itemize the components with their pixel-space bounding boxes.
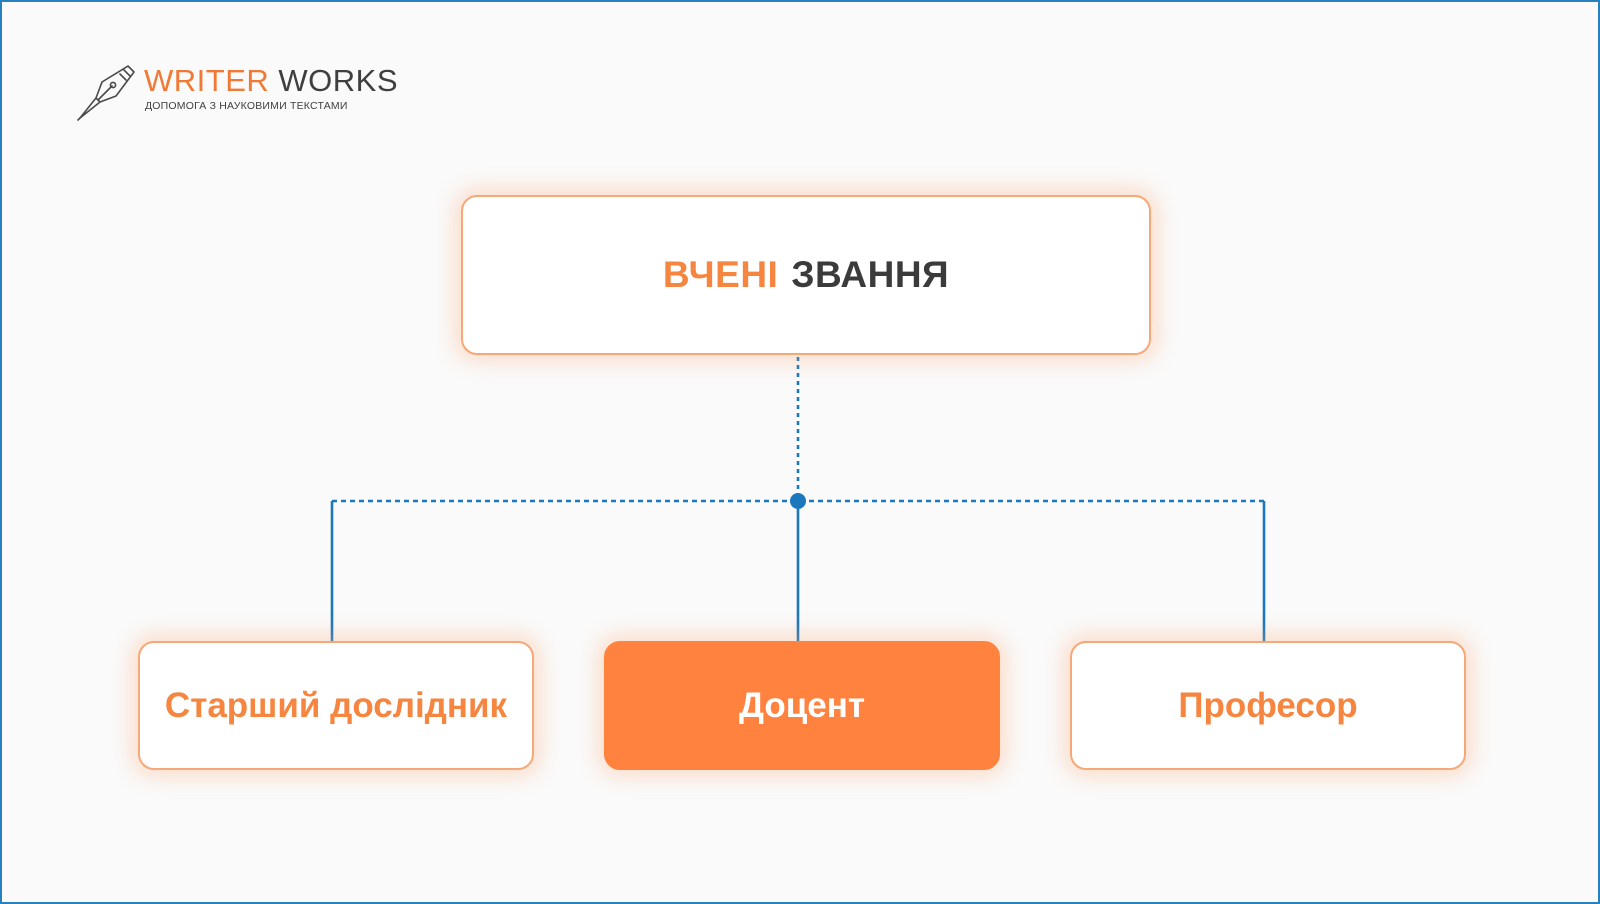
root-title-accent: ВЧЕНІ — [662, 254, 779, 295]
child-node-label: Старший дослідник — [164, 685, 508, 725]
child-node-docent: Доцент — [604, 641, 1000, 770]
brand-name: WRITER WORKS — [144, 64, 398, 98]
child-node-professor: Професор — [1070, 641, 1466, 770]
fountain-pen-nib-icon — [77, 65, 135, 121]
junction-node — [790, 493, 806, 509]
brand-name-secondary: WORKS — [278, 63, 399, 98]
child-node-label: Доцент — [738, 685, 865, 725]
root-title-dark: ЗВАННЯ — [791, 254, 950, 295]
child-node-senior-researcher: Старший дослідник — [138, 641, 534, 770]
brand-tagline: ДОПОМОГА З НАУКОВИМИ ТЕКСТАМИ — [145, 100, 348, 112]
root-node: ВЧЕНІ ЗВАННЯ — [461, 195, 1151, 355]
brand-logo[interactable]: WRITER WORKS ДОПОМОГА З НАУКОВИМИ ТЕКСТА… — [76, 60, 416, 126]
child-node-label: Професор — [1178, 685, 1358, 725]
brand-name-primary: WRITER — [144, 63, 270, 98]
